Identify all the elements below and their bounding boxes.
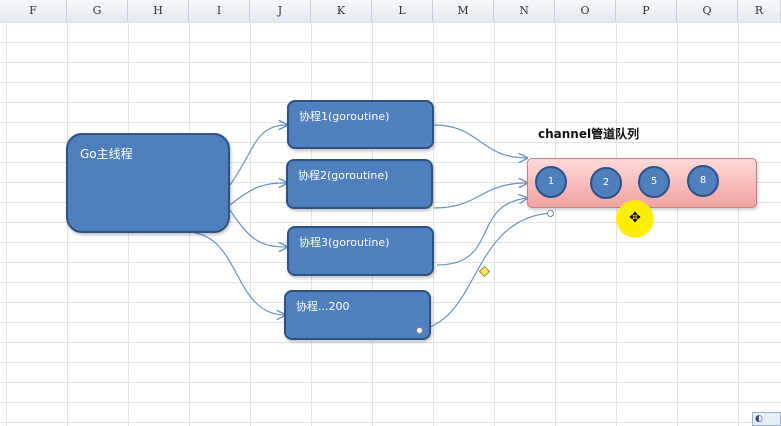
column-header-i[interactable]: I (189, 0, 250, 22)
goroutine-node-3[interactable]: 协程3(goroutine) (287, 226, 434, 276)
goroutine-node-200[interactable]: 协程...200 (284, 290, 431, 340)
column-header-m[interactable]: M (433, 0, 494, 22)
column-header-l[interactable]: L (372, 0, 433, 22)
connector-main-to-g1[interactable] (229, 125, 287, 186)
column-header-j[interactable]: J (250, 0, 311, 22)
goroutine-label-2: 协程2(goroutine) (298, 169, 389, 182)
goroutine-label-200: 协程...200 (296, 300, 350, 313)
column-header-g[interactable]: G (67, 0, 128, 22)
connector-main-to-g200[interactable] (194, 232, 285, 315)
column-header-o[interactable]: O (555, 0, 616, 22)
main-thread-node[interactable]: Go主线程 (66, 133, 230, 233)
goroutine-node-1[interactable]: 协程1(goroutine) (287, 100, 434, 149)
goroutine-label-3: 协程3(goroutine) (299, 236, 390, 249)
cursor-highlight (616, 200, 654, 238)
connector-end-handle[interactable] (547, 210, 554, 217)
column-header-q[interactable]: Q (677, 0, 738, 22)
goroutine-node-2[interactable]: 协程2(goroutine) (286, 159, 433, 209)
connector-g200-to-queue[interactable] (418, 212, 551, 331)
connector-main-to-g2[interactable] (229, 183, 287, 206)
column-header-n[interactable]: N (494, 0, 555, 22)
column-header-k[interactable]: K (311, 0, 372, 22)
connector-main-to-g3[interactable] (229, 209, 287, 247)
queue-item-4[interactable]: 8 (687, 165, 719, 197)
goroutine-label-1: 协程1(goroutine) (299, 110, 390, 123)
queue-item-3[interactable]: 5 (638, 166, 670, 198)
connector-g1-to-queue[interactable] (433, 124, 527, 158)
connector-start-handle[interactable] (416, 327, 423, 334)
move-cursor-icon: ✥ (629, 210, 641, 226)
connector-g2-to-queue[interactable] (433, 183, 527, 209)
channel-label: channel管道队列 (538, 127, 640, 141)
queue-item-1[interactable]: 1 (535, 166, 567, 198)
queue-item-2[interactable]: 2 (590, 167, 622, 199)
main-thread-label: Go主线程 (80, 147, 133, 161)
app-tray-icon[interactable]: ◐ (752, 412, 781, 426)
column-header-f[interactable]: F (0, 0, 67, 22)
adjust-handle[interactable] (478, 265, 491, 278)
connector-g3-to-queue[interactable] (436, 198, 527, 266)
column-header-p[interactable]: P (616, 0, 677, 22)
column-header-h[interactable]: H (128, 0, 189, 22)
